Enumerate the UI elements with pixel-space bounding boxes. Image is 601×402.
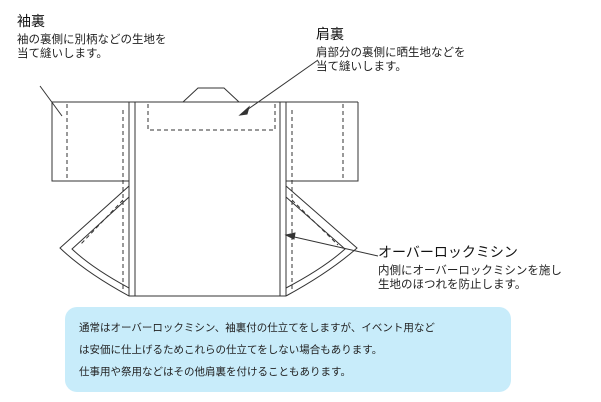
right-flare-inner — [285, 196, 346, 289]
shoulder-lining-stitch — [147, 104, 276, 131]
sleeve-lining-desc-line-2: 当て縫いします。 — [17, 45, 108, 60]
flare-stitch-right — [291, 199, 339, 246]
sleeve-lining-desc-line-1: 袖の裏側に別柄などの生地を — [17, 31, 167, 46]
note-line-1: 通常はオーバーロックミシン、袖裏付の仕立てをしますが、イベント用など — [79, 322, 435, 334]
sleeve-lining-label: 袖裏 袖の裏側に別柄などの生地を 当て縫いします。 — [17, 14, 167, 60]
sleeve-lining-title: 袖裏 — [17, 14, 45, 30]
overlock-label: オーバーロックミシン 内側にオーバーロックミシンを施し 生地のほつれを防止します… — [378, 245, 562, 291]
shoulder-lining-desc-line-2: 当て縫いします。 — [316, 58, 407, 73]
collar-outline — [182, 87, 240, 103]
overlock-leader-arrowhead — [284, 232, 296, 240]
shoulder-lining-label: 肩裏 肩部分の裏側に晒生地などを 当て縫いします。 — [316, 27, 466, 73]
left-flare-panel — [59, 185, 130, 297]
overlock-desc-line-2: 生地のほつれを防止します。 — [378, 276, 527, 291]
shoulder-leader-arrowhead — [238, 105, 250, 116]
flare-stitch-left — [79, 199, 124, 246]
shoulder-lining-title: 肩裏 — [316, 27, 344, 43]
overlock-title: オーバーロックミシン — [378, 245, 518, 261]
right-flare-panel — [285, 185, 358, 297]
left-flare-inner — [71, 196, 130, 289]
note-line-2: は安価に仕上げるためこれらの仕立てをしない場合もあります。 — [79, 344, 383, 356]
shoulder-lining-leader — [243, 59, 319, 113]
overlock-desc-line-1: 内側にオーバーロックミシンを施し — [378, 262, 562, 277]
overlock-leader — [289, 235, 379, 257]
shoulder-lining-desc-line-1: 肩部分の裏側に晒生地などを — [316, 44, 466, 59]
note-line-3: 仕事用や祭用などはその他肩裏を付けることもあります。 — [79, 366, 351, 378]
sleeve-lining-leader — [39, 85, 63, 117]
right-sleeve-outline — [286, 102, 359, 182]
left-sleeve-outline — [51, 102, 129, 182]
note-box: 通常はオーバーロックミシン、袖裏付の仕立てをしますが、イベント用など は安価に仕… — [65, 307, 511, 392]
